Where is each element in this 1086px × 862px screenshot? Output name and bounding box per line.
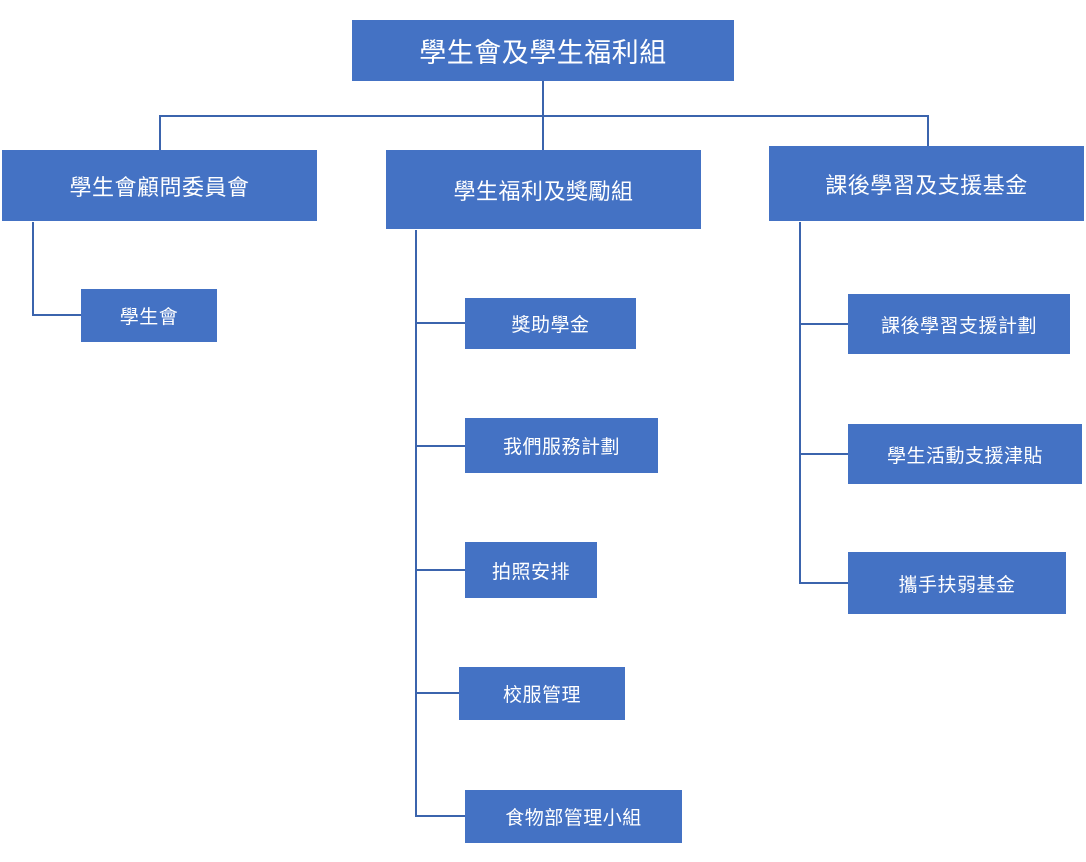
connector-branch-3-spine — [799, 222, 801, 584]
root-node: 學生會及學生福利組 — [352, 20, 734, 81]
connector-root-down — [542, 81, 544, 116]
connector-to-branch-3 — [927, 115, 929, 146]
leaf-node-student-union: 學生會 — [81, 289, 217, 342]
connector-to-branch-1 — [159, 115, 161, 151]
connector-branch-2-item-2 — [415, 445, 466, 447]
connector-branch-1-spine — [32, 222, 34, 316]
connector-branch-1-item-1 — [32, 314, 82, 316]
connector-top-bus — [159, 115, 929, 117]
leaf-node-scholarship: 獎助學金 — [465, 298, 636, 349]
connector-branch-2-spine — [415, 230, 417, 817]
branch-node-after-school-fund: 課後學習及支援基金 — [769, 146, 1084, 221]
connector-branch-2-item-4 — [415, 692, 460, 694]
connector-branch-3-item-1 — [799, 323, 849, 325]
connector-branch-3-item-3 — [799, 582, 849, 584]
leaf-node-activity-subsidy: 學生活動支援津貼 — [848, 424, 1082, 484]
leaf-node-support-fund: 攜手扶弱基金 — [848, 552, 1066, 614]
leaf-node-tuck-shop-team: 食物部管理小組 — [465, 790, 682, 843]
branch-node-advisory-committee: 學生會顧問委員會 — [2, 150, 317, 221]
connector-branch-2-item-5 — [415, 815, 466, 817]
connector-branch-3-item-2 — [799, 453, 849, 455]
leaf-node-photo-arrangement: 拍照安排 — [465, 542, 597, 598]
leaf-node-uniform-management: 校服管理 — [459, 667, 625, 720]
connector-branch-2-item-3 — [415, 569, 466, 571]
leaf-node-after-school-plan: 課後學習支援計劃 — [848, 294, 1070, 354]
connector-to-branch-2 — [542, 115, 544, 151]
branch-node-welfare-awards: 學生福利及獎勵組 — [386, 150, 701, 229]
connector-branch-2-item-1 — [415, 322, 466, 324]
leaf-node-service-programme: 我們服務計劃 — [465, 418, 658, 473]
